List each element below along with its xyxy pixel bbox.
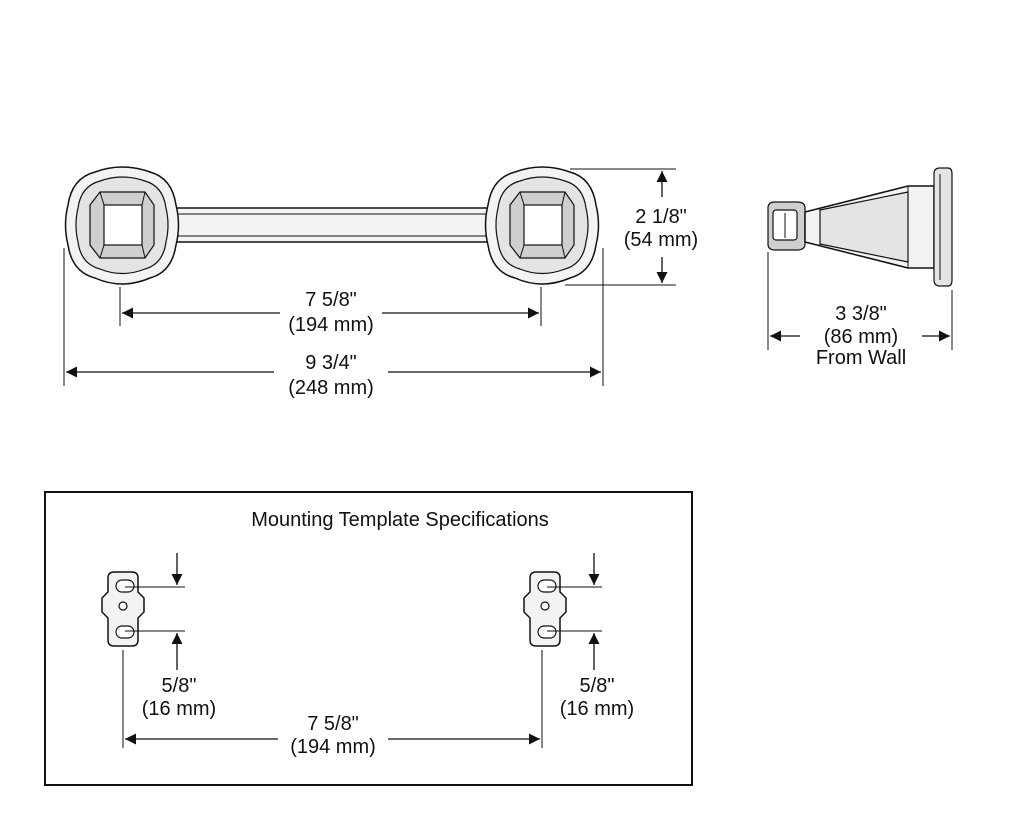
post-profile [804,185,935,269]
projection-mm-label: (86 mm) [824,326,898,348]
bar-end-profile [767,201,806,251]
mounting-template-title: Mounting Template Specifications [251,509,549,531]
height-inches-label: 2 1/8" [635,206,687,228]
front-view: 2 1/8" (54 mm) 7 5/8" (194 mm) 9 3/4" (2… [63,166,698,399]
towel-bar-rod [144,207,526,243]
template-center-mm-label: (194 mm) [290,736,376,758]
side-view: 3 3/8" (86 mm) From Wall [767,167,953,369]
center-mm-label: (194 mm) [288,314,374,336]
height-dimension: 2 1/8" (54 mm) [565,168,698,286]
left-post [64,166,180,285]
projection-note-label: From Wall [816,347,906,369]
right-offset-inches-label: 5/8" [580,675,615,697]
center-to-center-dimension: 7 5/8" (194 mm) [122,289,539,336]
right-mounting-bracket: 5/8" (16 mm) [523,553,634,720]
overall-mm-label: (248 mm) [288,377,374,399]
left-offset-inches-label: 5/8" [162,675,197,697]
overall-length-dimension: 9 3/4" (248 mm) [66,352,601,399]
height-mm-label: (54 mm) [624,229,698,251]
wall-flange [933,167,953,287]
projection-dimension: 3 3/8" (86 mm) From Wall [770,303,950,369]
mounting-template-panel: Mounting Template Specifications 5/8" (1… [44,491,693,786]
overall-inches-label: 9 3/4" [305,352,357,374]
template-center-inches-label: 7 5/8" [307,713,359,735]
left-mounting-bracket: 5/8" (16 mm) [101,553,216,720]
center-inches-label: 7 5/8" [305,289,357,311]
projection-inches-label: 3 3/8" [835,303,887,325]
right-post [484,166,600,285]
right-offset-mm-label: (16 mm) [560,698,634,720]
left-offset-mm-label: (16 mm) [142,698,216,720]
template-center-dimension: 7 5/8" (194 mm) [125,713,540,758]
